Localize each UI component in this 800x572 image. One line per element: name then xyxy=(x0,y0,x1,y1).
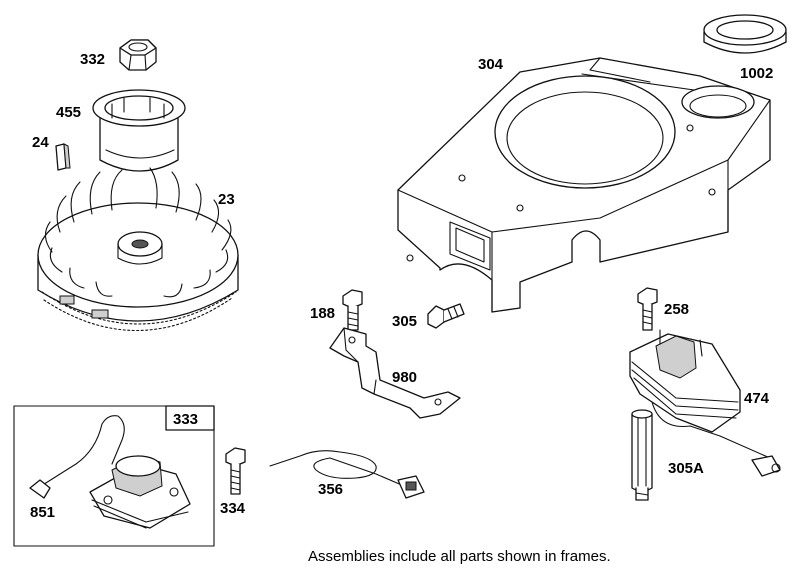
label-23: 23 xyxy=(218,191,235,208)
part-1002-grommet xyxy=(703,14,787,54)
label-188: 188 xyxy=(310,305,335,322)
part-474-armature xyxy=(629,329,781,477)
part-304-blower-housing xyxy=(397,57,771,313)
label-305A: 305A xyxy=(668,460,704,477)
label-332: 332 xyxy=(80,51,105,68)
part-455-starter-cup xyxy=(92,89,186,172)
part-24-key xyxy=(55,143,71,171)
part-258-bolt xyxy=(637,287,658,331)
part-305A-spacer xyxy=(631,409,653,501)
label-455: 455 xyxy=(56,104,81,121)
label-333: 333 xyxy=(173,411,198,428)
part-305-bolt xyxy=(427,303,465,329)
label-474: 474 xyxy=(744,390,770,407)
label-305: 305 xyxy=(392,313,417,330)
label-851: 851 xyxy=(30,504,55,521)
part-23-flywheel xyxy=(37,167,239,331)
label-24: 24 xyxy=(32,134,49,151)
part-188-bolt xyxy=(342,289,363,331)
footnote: Assemblies include all parts shown in fr… xyxy=(308,548,611,565)
label-356: 356 xyxy=(318,481,343,498)
part-332-hex-nut xyxy=(119,39,157,71)
label-334: 334 xyxy=(220,500,246,517)
label-258: 258 xyxy=(664,301,689,318)
label-1002: 1002 xyxy=(740,65,773,82)
part-356-ground-wire xyxy=(269,450,425,499)
label-304: 304 xyxy=(478,56,504,73)
part-334-screw xyxy=(225,447,246,495)
frame-333-assembly xyxy=(13,405,215,547)
label-980: 980 xyxy=(392,369,417,386)
part-980-bracket xyxy=(329,327,461,419)
